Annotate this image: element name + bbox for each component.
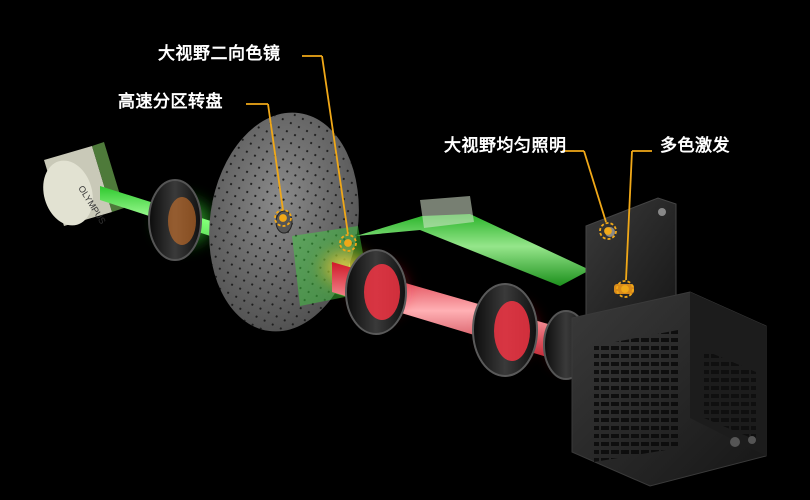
objective-lens: OLYMPUS — [43, 142, 124, 226]
label-uniform-illumination: 大视野均匀照明 — [444, 136, 567, 156]
relay-lens-3 — [472, 283, 538, 377]
camera — [571, 291, 767, 487]
label-spinning-disk: 高速分区转盘 — [118, 92, 223, 112]
uniform-illumination-lens — [420, 196, 474, 228]
callout-dichroic — [302, 55, 357, 252]
relay-lens-1 — [148, 179, 202, 261]
relay-lens-2 — [345, 249, 407, 335]
callout-laser — [616, 150, 652, 298]
camera-connector — [730, 437, 740, 447]
label-dichroic-mirror: 大视野二向色镜 — [158, 44, 281, 64]
label-multicolor-excitation: 多色激发 — [660, 136, 730, 156]
callout-disk — [246, 103, 292, 227]
callout-uniform — [562, 150, 617, 240]
